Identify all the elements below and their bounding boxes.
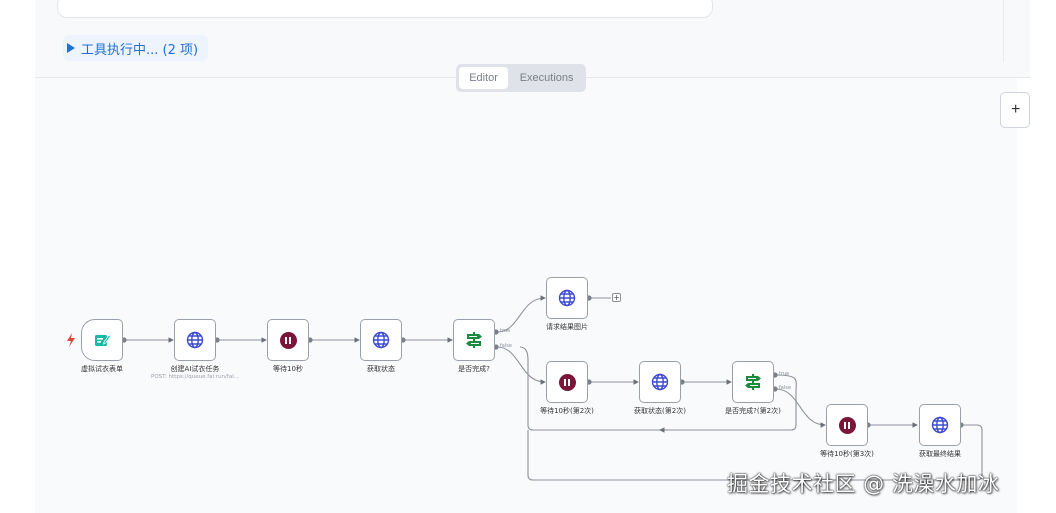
globe-icon	[372, 331, 390, 349]
node-label: 请求结果图片	[546, 323, 588, 331]
port-label-true: true	[779, 371, 790, 377]
node-label: 虚拟试衣表单	[81, 365, 123, 373]
tool-execution-label: 工具执行中... (2 项)	[81, 42, 199, 58]
node-label: 是否完成?(第2次)	[725, 407, 781, 415]
node-form-trigger[interactable]	[81, 319, 123, 361]
form-icon	[95, 334, 111, 346]
node-wait-1[interactable]	[267, 319, 309, 361]
node-if-complete-2[interactable]	[732, 361, 774, 403]
node-subtitle: POST: https://queue.fal.run/fal...	[151, 374, 239, 380]
node-label: 创建AI试衣任务	[170, 365, 220, 373]
if-signpost-icon	[745, 374, 761, 390]
editor-mode-toggle: Editor Executions	[456, 64, 586, 92]
tab-editor[interactable]: Editor	[459, 67, 509, 89]
node-create-task[interactable]	[174, 319, 216, 361]
globe-icon	[651, 373, 669, 391]
panel-divider	[1003, 0, 1004, 62]
connection-if1-false-wait2	[496, 346, 546, 385]
node-request-result[interactable]	[546, 277, 588, 319]
if-signpost-icon	[466, 332, 482, 348]
node-if-complete-1[interactable]	[453, 319, 495, 361]
pause-icon	[558, 373, 576, 391]
pause-icon	[838, 416, 856, 434]
node-get-status-2[interactable]	[639, 361, 681, 403]
node-get-final-result[interactable]	[919, 404, 961, 446]
port-label-false: false	[500, 343, 512, 349]
globe-icon	[931, 416, 949, 434]
node-label: 获取最终结果	[919, 450, 961, 458]
plus-icon: +	[1011, 101, 1021, 118]
connection-final-loop	[527, 424, 983, 481]
watermark: 掘金技术社区 @ 洗澡水加冰	[727, 472, 1000, 496]
node-label: 等待10秒(第2次)	[540, 407, 594, 415]
port-label-false: false	[779, 385, 791, 391]
node-wait-2[interactable]	[546, 361, 588, 403]
expand-triangle-icon	[67, 43, 75, 53]
globe-icon	[186, 331, 204, 349]
node-wait-3[interactable]	[826, 404, 868, 446]
port-label-true: true	[500, 328, 511, 334]
node-label: 获取状态	[367, 365, 395, 373]
node-label: 获取状态(第2次)	[634, 407, 686, 415]
tool-execution-toggle[interactable]: 工具执行中... (2 项)	[63, 35, 209, 61]
node-label: 等待10秒	[273, 365, 303, 373]
pause-icon	[279, 331, 297, 349]
globe-icon	[558, 289, 576, 307]
add-node-button[interactable]: +	[612, 293, 621, 302]
zoom-in-button[interactable]: +	[1000, 92, 1030, 128]
trigger-bolt-icon	[67, 333, 75, 347]
connection-if1-true-result	[496, 295, 546, 333]
tab-executions[interactable]: Executions	[519, 72, 574, 84]
node-get-status-1[interactable]	[360, 319, 402, 361]
chat-message-card	[57, 0, 713, 18]
connection-if2-false-wait3	[775, 388, 826, 428]
node-label: 等待10秒(第3次)	[820, 450, 874, 458]
canvas-edge	[1017, 78, 1056, 513]
node-label: 是否完成?	[458, 365, 490, 373]
